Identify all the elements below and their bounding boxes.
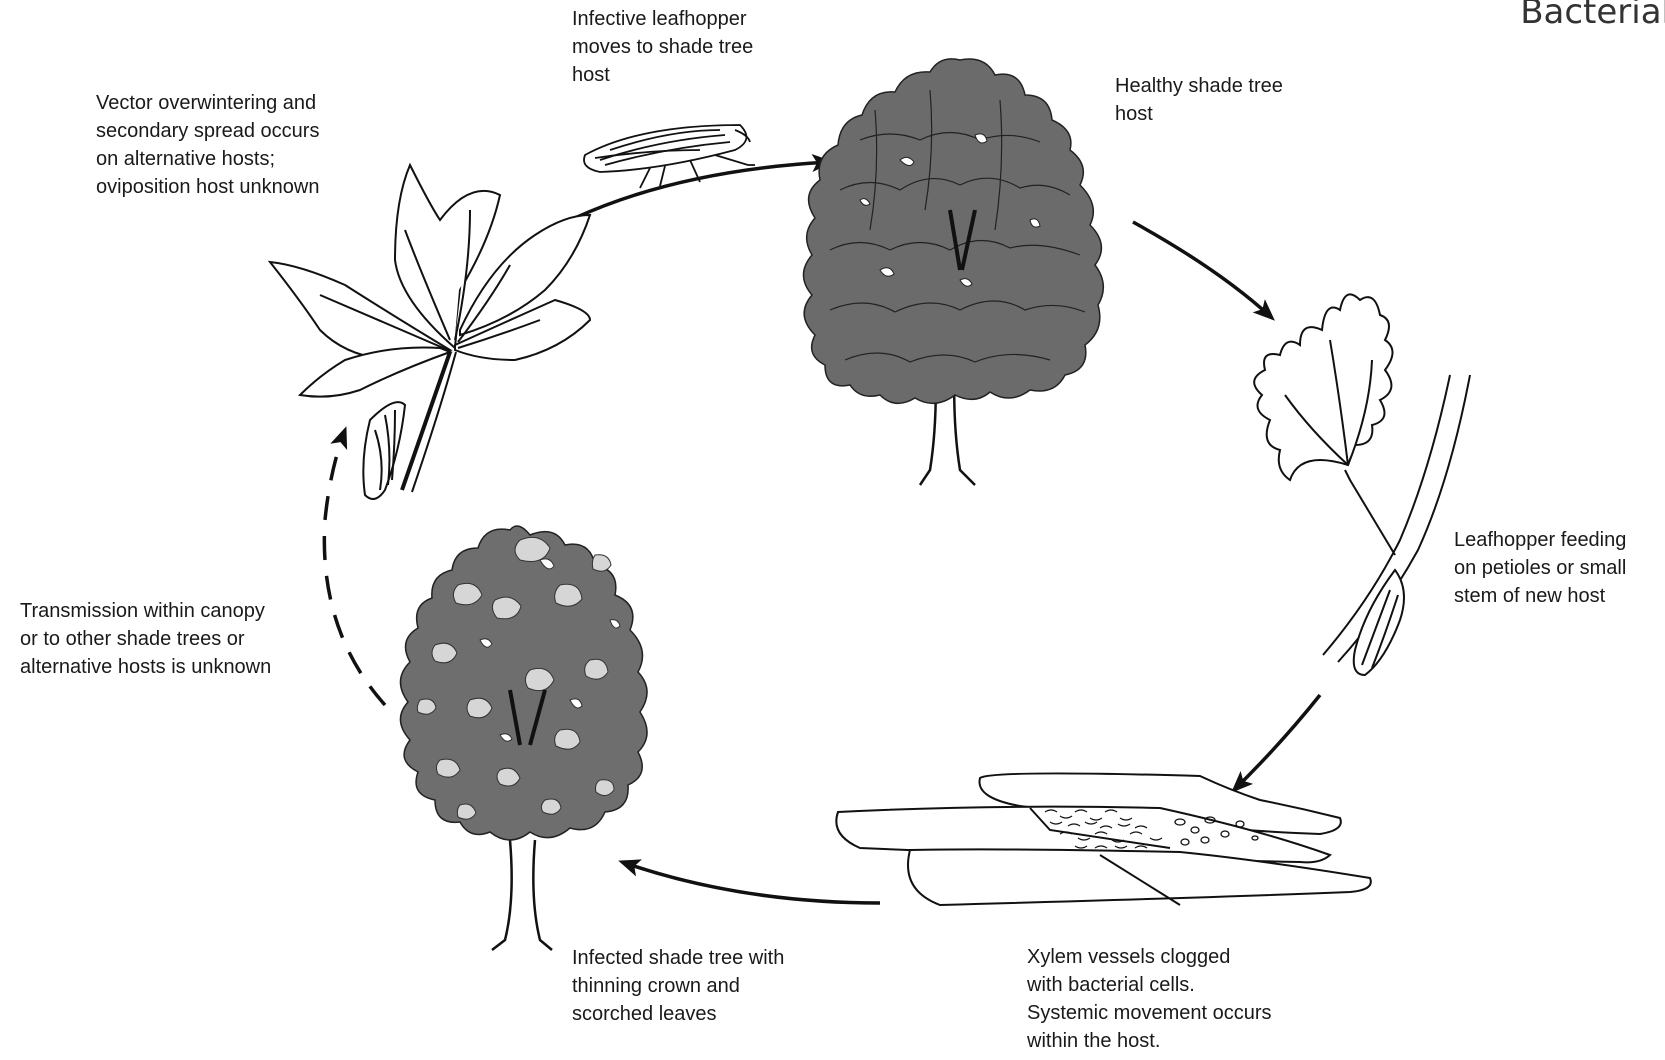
xylem-vessels-icon (836, 773, 1371, 905)
healthy-tree-icon (804, 59, 1104, 485)
arrow-to-feeding (1133, 222, 1272, 318)
maple-leaf-icon (270, 165, 590, 499)
feeding-leafhopper-icon (1254, 294, 1470, 675)
arrow-to-infected-tree (622, 862, 880, 903)
leafhopper-icon (584, 125, 755, 188)
infected-tree-icon (400, 526, 647, 950)
arrow-to-xylem (1234, 695, 1320, 790)
